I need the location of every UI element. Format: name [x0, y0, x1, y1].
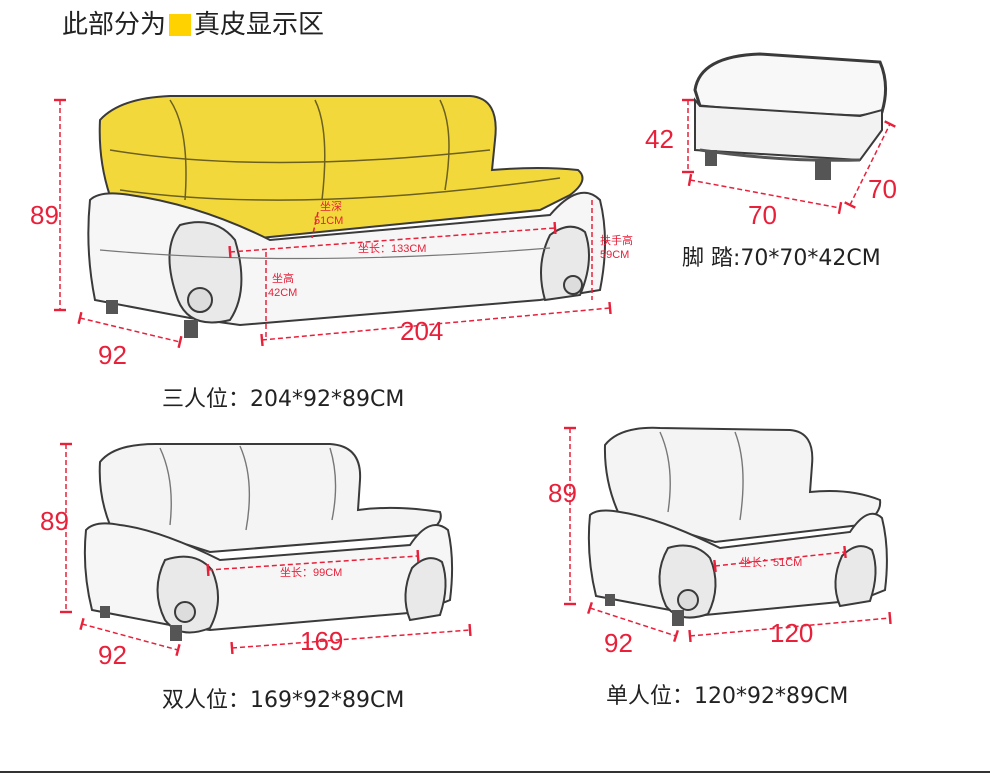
- footstool-depth: 70: [868, 174, 897, 204]
- two-seat-caption: 双人位：169*92*89CM: [162, 688, 405, 713]
- three-seat-sofa: [87, 95, 606, 338]
- one-seat-caption: 单人位：120*92*89CM: [606, 684, 849, 709]
- two-seat-sofa: [83, 442, 454, 641]
- footstool-caption: 脚 踏:70*70*42CM: [682, 246, 881, 271]
- three-seat-height: 89: [30, 200, 59, 230]
- three-seat-seat-height-value: 42CM: [268, 287, 297, 299]
- three-seat-armrest-value: 59CM: [600, 249, 629, 261]
- two-seat-depth: 92: [98, 640, 127, 670]
- three-seat-seat-height-label: 坐高: [272, 271, 294, 285]
- one-seat-labels: 89 92 120 坐长：51CM: [548, 478, 813, 658]
- footstool-labels: 42 70 70: [645, 124, 897, 230]
- three-seat-seat-depth-value: 51CM: [314, 215, 343, 227]
- one-seat-sofa: [587, 426, 888, 626]
- footstool-height: 42: [645, 124, 674, 154]
- three-seat-armrest-label: 扶手高: [600, 233, 633, 247]
- three-seat-seat-length: 坐长：133CM: [358, 242, 426, 255]
- one-seat-height: 89: [548, 478, 577, 508]
- one-seat-seat-length: 坐长：51CM: [740, 556, 802, 569]
- legend-title: 此部分为真皮显示区: [62, 4, 324, 41]
- two-seat-width: 169: [300, 626, 343, 656]
- leather-swatch: [169, 14, 192, 36]
- bottom-divider: [0, 771, 990, 773]
- one-seat-width: 120: [770, 618, 813, 648]
- three-seat-width: 204: [400, 316, 443, 346]
- two-seat-dimensions: [60, 442, 472, 657]
- legend-prefix: 此部分为: [62, 10, 167, 40]
- three-seat-dimensions: [54, 98, 612, 349]
- footstool: [693, 52, 887, 180]
- three-seat-labels: 89 92 204 坐深 51CM 坐长：133CM 坐高 42CM 扶手高 5…: [30, 200, 633, 370]
- legend-suffix: 真皮显示区: [194, 10, 325, 40]
- two-seat-height: 89: [40, 506, 69, 536]
- three-seat-depth: 92: [98, 340, 127, 370]
- three-seat-seat-depth-label: 坐深: [320, 200, 342, 213]
- footstool-width: 70: [748, 200, 777, 230]
- one-seat-dimensions: [564, 426, 892, 643]
- two-seat-labels: 89 92 169 坐长：99CM: [40, 506, 343, 670]
- two-seat-seat-length: 坐长：99CM: [280, 566, 342, 579]
- one-seat-depth: 92: [604, 628, 633, 658]
- three-seat-caption: 三人位：204*92*89CM: [162, 387, 405, 412]
- footstool-dimensions: [682, 98, 896, 215]
